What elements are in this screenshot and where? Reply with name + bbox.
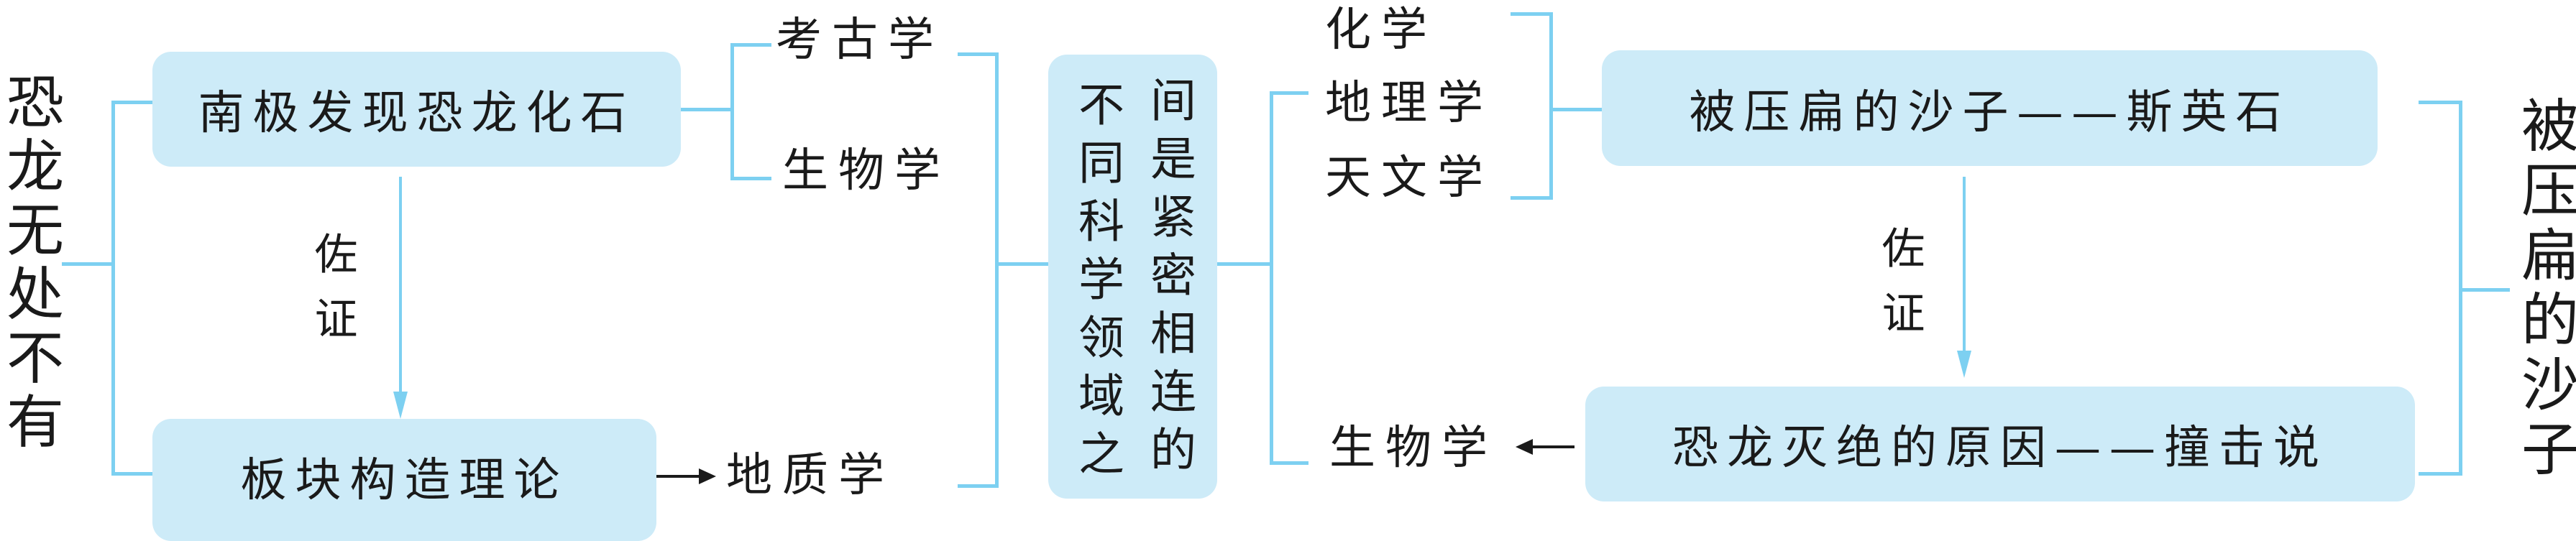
connector-line [730,177,771,180]
label-geology: 地质学 [726,449,894,502]
connector-line [995,262,1048,266]
center-left-column: 不同科学领域之 [1071,80,1124,488]
center-right-column: 间是紧密相连的 [1142,76,1196,484]
connector-line [681,108,733,111]
arrow-left-icon [1516,439,1533,455]
connector-line [1217,262,1273,266]
box-text: 板块构造理论 [240,454,569,507]
connector-line [2419,101,2462,104]
box-antarctic-fossil: 南极发现恐龙化石 [152,52,681,167]
bracket-line [1270,91,1273,465]
bracket-line [995,52,999,488]
connector-line [111,101,153,104]
label-biology-right: 生物学 [1329,422,1498,475]
arrow-line [1963,177,1966,356]
box-text: 南极发现恐龙化石 [198,87,636,140]
box-text: 被压扁的沙子——斯英石 [1689,85,2291,139]
evidence-label: 佐证 [1874,226,1925,355]
arrow-line [399,177,402,399]
connector-line [958,484,999,488]
arrow-line [1531,445,1575,448]
label-geography: 地理学 [1325,77,1493,130]
label-chemistry: 化学 [1325,4,1437,57]
connector-line [1270,91,1308,95]
label-astronomy: 天文学 [1325,152,1493,205]
evidence-label: 佐证 [307,231,357,361]
arrow-down-icon [393,392,408,419]
bracket-line [1549,12,1553,200]
left-title: 恐龙无处不有 [0,72,64,456]
connector-line [958,52,999,56]
box-quartz: 被压扁的沙子——斯英石 [1602,50,2378,166]
connector-line [730,43,771,47]
arrow-down-icon [1957,351,1971,378]
label-archaeology: 考古学 [776,14,944,67]
connector-line [1511,196,1553,200]
arrow-right-icon [699,468,716,484]
connector-line [2459,288,2510,292]
box-plate-tectonics: 板块构造理论 [152,419,656,541]
box-extinction: 恐龙灭绝的原因——撞击说 [1585,387,2415,501]
connector-line [111,472,153,476]
label-biology: 生物学 [782,144,950,198]
box-center: 不同科学领域之 间是紧密相连的 [1048,55,1217,499]
box-text: 恐龙灭绝的原因——撞击说 [1672,422,2328,475]
connector-line [1511,12,1553,16]
connector-line [1270,461,1308,465]
arrow-line [656,475,703,478]
connector-line [62,262,114,266]
right-title: 被压扁的沙子 [2512,96,2576,484]
bracket-line [730,43,734,180]
bracket-line [111,101,115,476]
connector-line [1549,108,1602,111]
connector-line [2419,472,2462,476]
